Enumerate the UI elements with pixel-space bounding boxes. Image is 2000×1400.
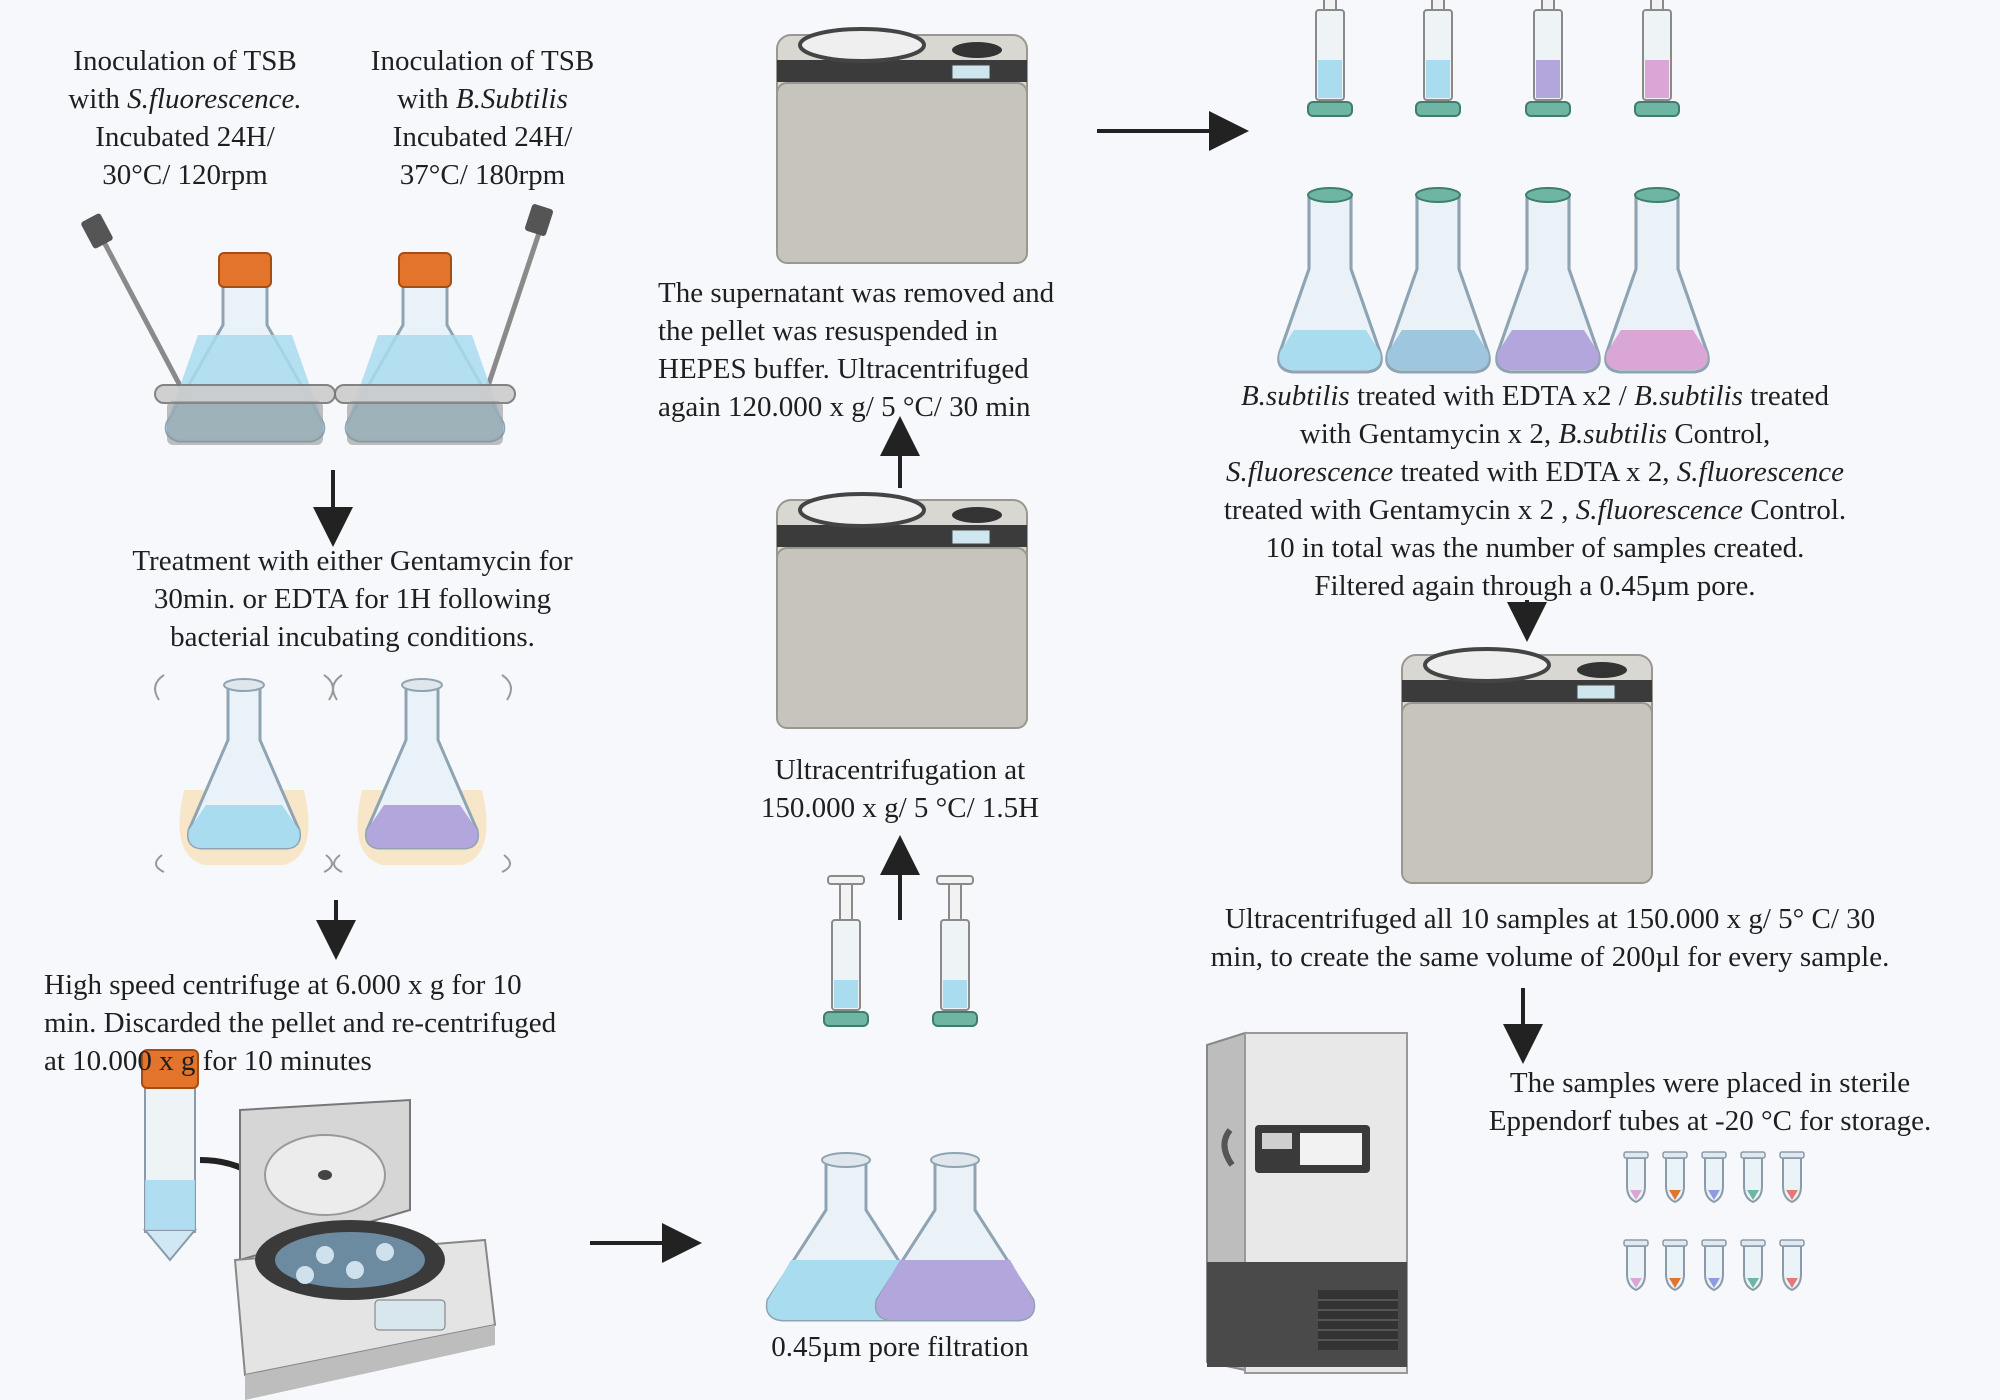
inoculation-sfluorescence-text: Inoculation of TSB with S.fluorescence. …	[68, 45, 302, 191]
treatment-text: Treatment with either Gentamycin for 30m…	[132, 545, 573, 653]
treated-samples-text: B.subtilis treated with EDTA x2 / B.subt…	[1223, 380, 1847, 602]
final-ultracentrifuge-text: Ultracentrifuged all 10 samples at 150.0…	[1210, 903, 1890, 973]
eppendorf-tubes-illustration	[1623, 1151, 1805, 1291]
high-speed-centrifuge-text: High speed centrifuge at 6.000 x g for 1…	[44, 969, 557, 1077]
freezer-illustration	[1206, 1031, 1408, 1374]
supernatant-removed-text: The supernatant was removed and the pell…	[658, 277, 1055, 423]
storage-text: The samples were placed in sterile Eppen…	[1488, 1067, 1932, 1137]
shaking-flasks-illustration	[154, 674, 512, 873]
ultracentrifuge-3-illustration	[1400, 647, 1654, 885]
ultracentrifuge-2-illustration	[775, 27, 1029, 265]
high-speed-centrifuge-illustration	[141, 1049, 497, 1400]
ultracentrifuge-1-illustration	[775, 492, 1029, 730]
ultracentrifugation-text: Ultracentrifugation at 150.000 x g/ 5 °C…	[760, 754, 1040, 824]
pore-filtration-illustration	[765, 875, 1036, 1322]
inoculation-flasks-illustration	[81, 204, 554, 445]
pore-filtration-label: 0.45µm pore filtration	[771, 1331, 1029, 1363]
treated-samples-illustration	[1277, 0, 1710, 374]
inoculation-bsubtilis-text: Inoculation of TSB with B.Subtilis Incub…	[370, 45, 595, 191]
